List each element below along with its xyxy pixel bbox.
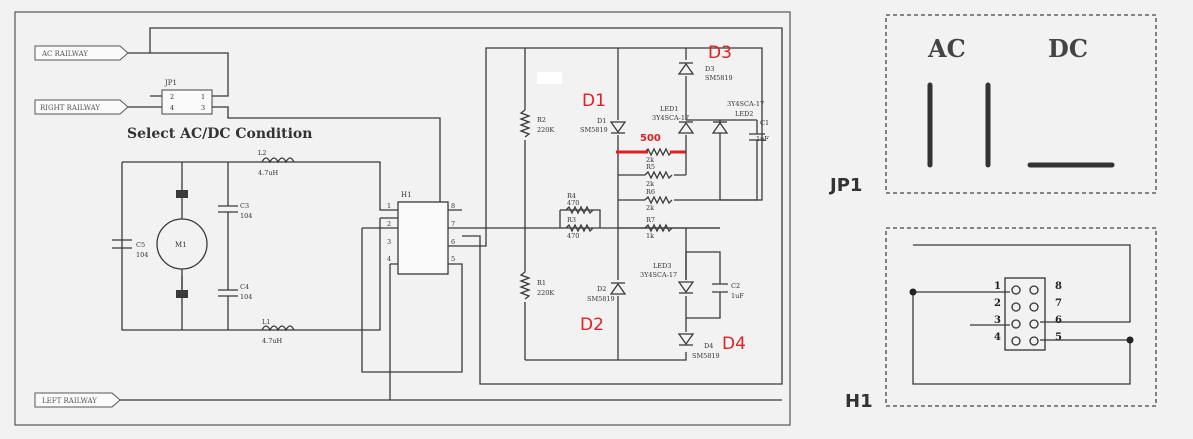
- svg-text:470: 470: [567, 232, 579, 240]
- svg-text:104: 104: [240, 293, 252, 301]
- diode-d3: D3 SM5819: [677, 62, 733, 82]
- svg-text:1: 1: [387, 202, 391, 210]
- svg-text:1k: 1k: [646, 232, 654, 240]
- svg-text:C2: C2: [731, 282, 740, 290]
- svg-text:D1: D1: [597, 117, 606, 125]
- svg-text:4: 4: [170, 104, 174, 112]
- annotation-d1: D1: [582, 91, 606, 111]
- svg-text:R5: R5: [646, 163, 655, 171]
- left-railway-tag: LEFT RAILWAY: [34, 392, 121, 408]
- led-led2: 3Y4SCA-17 LED2: [711, 100, 764, 134]
- svg-text:8: 8: [451, 202, 455, 210]
- svg-text:SM5819: SM5819: [692, 352, 720, 360]
- svg-text:LED1: LED1: [660, 105, 678, 113]
- svg-text:104: 104: [136, 251, 148, 259]
- svg-text:R4: R4: [567, 192, 576, 200]
- svg-text:C1: C1: [760, 119, 769, 127]
- svg-text:4.7uH: 4.7uH: [258, 169, 279, 177]
- svg-text:1: 1: [994, 281, 1001, 292]
- svg-text:AC RAILWAY: AC RAILWAY: [41, 50, 88, 58]
- svg-text:D4: D4: [704, 342, 713, 350]
- h1-legend: H1 1 2 3 4 8 7 6 5: [845, 227, 1157, 412]
- svg-text:C4: C4: [240, 283, 249, 291]
- svg-text:1uF: 1uF: [731, 292, 744, 300]
- svg-text:C5: C5: [136, 241, 145, 249]
- h1-connector: H1 1 2 3 4 8 7 6 5: [387, 191, 455, 275]
- inductor-l2: L2 4.7uH: [258, 149, 295, 177]
- svg-text:C3: C3: [240, 202, 249, 210]
- svg-text:LED3: LED3: [653, 262, 671, 270]
- jp1-legend: AC DC JP1: [828, 14, 1157, 196]
- svg-text:6: 6: [451, 238, 455, 246]
- svg-text:SM5819: SM5819: [587, 295, 615, 303]
- svg-text:5: 5: [1055, 332, 1062, 343]
- ac-railway-tag: AC RAILWAY: [34, 45, 129, 61]
- svg-text:L2: L2: [258, 149, 266, 157]
- svg-text:4: 4: [994, 332, 1001, 343]
- svg-text:RIGHT RAILWAY: RIGHT RAILWAY: [40, 104, 100, 112]
- svg-text:D2: D2: [597, 285, 606, 293]
- diode-d4: D4 SM5819: [677, 333, 720, 360]
- svg-text:7: 7: [451, 220, 455, 228]
- capacitor-c2: C2 1uF: [712, 282, 744, 300]
- svg-text:2k: 2k: [646, 204, 654, 212]
- jp1-jumper: JP1 2 1 4 3: [161, 79, 213, 115]
- svg-text:7: 7: [1055, 298, 1062, 309]
- svg-text:104: 104: [240, 212, 252, 220]
- svg-text:2k: 2k: [646, 180, 654, 188]
- svg-text:JP1: JP1: [828, 175, 862, 196]
- led-led3: LED3 3Y4SCA-17: [640, 262, 695, 294]
- svg-text:1: 1: [201, 93, 205, 101]
- svg-text:M1: M1: [175, 241, 187, 249]
- svg-text:R6: R6: [646, 188, 655, 196]
- right-railway-tag: RIGHT RAILWAY: [34, 99, 129, 115]
- svg-text:H1: H1: [401, 191, 412, 199]
- svg-text:H1: H1: [845, 391, 873, 412]
- annotation-d3: D3: [708, 43, 732, 63]
- annotation-resistor-value: 500: [640, 133, 661, 144]
- svg-text:4.7uH: 4.7uH: [262, 337, 283, 345]
- svg-text:3Y4SCA-17: 3Y4SCA-17: [727, 100, 764, 108]
- annotation-d2: D2: [580, 315, 604, 335]
- svg-text:3: 3: [201, 104, 205, 112]
- select-condition-title: Select AC/DC Condition: [127, 126, 312, 142]
- svg-text:LEFT RAILWAY: LEFT RAILWAY: [42, 397, 97, 405]
- svg-text:L1: L1: [262, 318, 270, 326]
- diode-d2: D2 SM5819: [587, 282, 627, 303]
- svg-text:R2: R2: [537, 116, 546, 124]
- svg-text:220K: 220K: [537, 126, 554, 134]
- svg-text:3: 3: [994, 315, 1001, 326]
- svg-text:R3: R3: [567, 216, 576, 224]
- svg-text:SM5819: SM5819: [580, 126, 608, 134]
- svg-text:DC: DC: [1048, 34, 1088, 63]
- svg-text:AC: AC: [927, 34, 966, 63]
- led-led1: LED1 3Y4SCA-17: [652, 105, 695, 134]
- svg-text:R7: R7: [646, 216, 655, 224]
- svg-text:8: 8: [1055, 281, 1062, 292]
- diode-d1: D1 SM5819: [580, 117, 627, 134]
- svg-text:JP1: JP1: [164, 79, 177, 87]
- svg-text:3: 3: [387, 238, 391, 246]
- schematic-frame: [14, 11, 791, 426]
- svg-text:3Y4SCA-17: 3Y4SCA-17: [640, 271, 677, 279]
- svg-text:2k: 2k: [646, 156, 654, 164]
- annotation-d4: D4: [722, 334, 746, 354]
- svg-text:SM5819: SM5819: [705, 74, 733, 82]
- svg-text:2: 2: [170, 93, 174, 101]
- svg-text:3Y4SCA-17: 3Y4SCA-17: [652, 114, 689, 122]
- svg-text:5: 5: [451, 255, 455, 263]
- svg-text:LED2: LED2: [735, 110, 753, 118]
- svg-text:D3: D3: [705, 65, 714, 73]
- svg-text:6: 6: [1055, 315, 1062, 326]
- svg-text:2: 2: [994, 298, 1001, 309]
- svg-text:470: 470: [567, 199, 579, 207]
- svg-text:220K: 220K: [537, 289, 554, 297]
- svg-text:4: 4: [387, 255, 391, 263]
- inductor-l1: L1 4.7uH: [261, 318, 295, 345]
- svg-text:R1: R1: [537, 279, 546, 287]
- svg-text:2: 2: [387, 220, 391, 228]
- capacitor-c1: C1 1uF: [749, 119, 769, 143]
- svg-text:1uF: 1uF: [756, 135, 769, 143]
